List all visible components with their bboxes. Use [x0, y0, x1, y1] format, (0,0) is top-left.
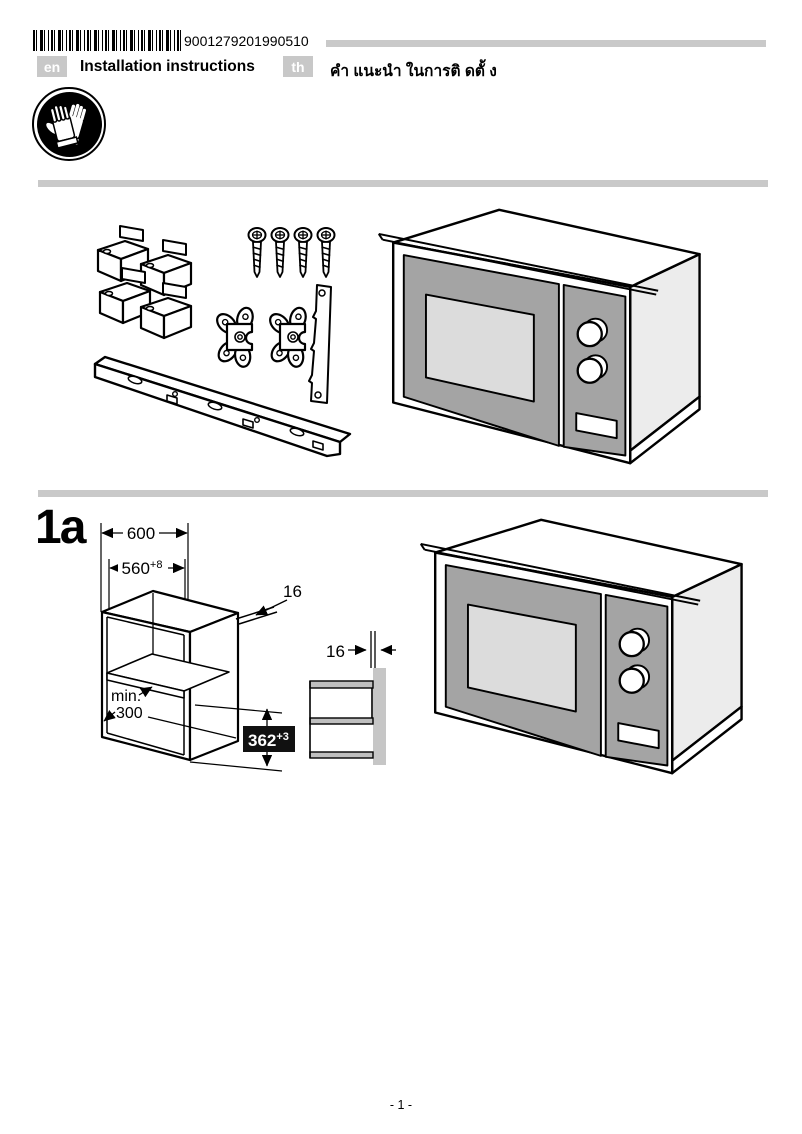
parts-overview-figure [93, 225, 352, 458]
dim-300: 300 [116, 705, 143, 722]
header-rule [326, 40, 766, 47]
dim-600: 600 [127, 524, 155, 543]
front-panel [373, 668, 386, 765]
gloves-glyph [44, 103, 87, 149]
language-badge-th: th [283, 56, 313, 77]
mounting-screws [247, 227, 336, 278]
dim-16-front: 16 [326, 642, 345, 661]
dim-362: 362+3 [248, 731, 289, 750]
microwave-figure-1 [377, 208, 701, 465]
spacer-blocks [96, 225, 193, 340]
gloves-icon-disc [36, 91, 102, 157]
title-th: คำ แนะนำ ในการติ ดตั้ ง [330, 63, 497, 80]
language-badge-en: en [37, 56, 67, 77]
doc-code: 990510 [262, 33, 309, 49]
fixing-clips [212, 304, 310, 369]
gloves-icon [32, 87, 106, 161]
dim-362-box [243, 726, 295, 752]
bracket-strip [308, 284, 332, 404]
niche-dimension-figure: 600 560+8 16 min. 300 [100, 523, 302, 772]
dim-560: 560+8 [122, 559, 163, 578]
dim-16-side: 16 [283, 582, 302, 601]
page-number: - 1 - [389, 1098, 413, 1112]
wall-section-figure: 16 [309, 631, 396, 765]
section-divider-1 [38, 180, 768, 187]
mounting-rail [93, 355, 352, 458]
title-en: Installation instructions [80, 58, 255, 75]
section-divider-2 [38, 490, 768, 497]
barcode [33, 30, 181, 51]
dim-min-label: min. [111, 688, 141, 705]
microwave-figure-2 [419, 518, 743, 775]
barcode-number: 9001279201 [184, 33, 262, 49]
step-label-1a: 1a [35, 501, 86, 554]
